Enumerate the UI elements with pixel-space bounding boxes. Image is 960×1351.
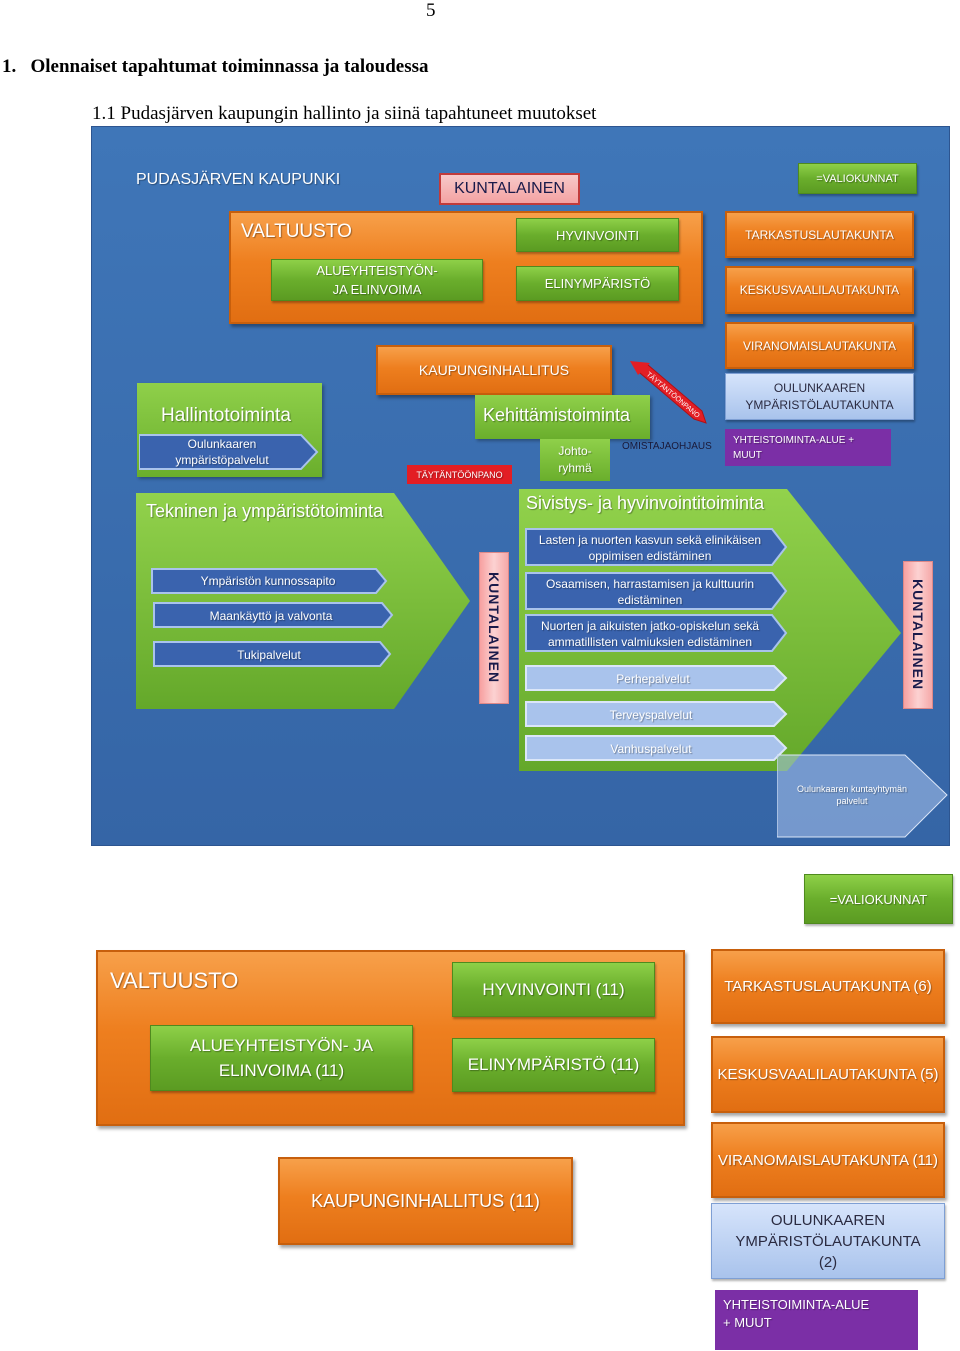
- bottom-valtuusto-label: VALTUUSTO: [110, 968, 239, 993]
- bottom-alueyhteistyo-box: ALUEYHTEISTYÖN- JA ELINVOIMA (11): [150, 1025, 413, 1091]
- hyvinvointi-box: HYVINVOINTI: [516, 218, 679, 252]
- sivistys-item-0: Lasten ja nuorten kasvun sekä elinikäise…: [538, 533, 762, 563]
- keskusvaalilautakunta-box: KESKUSVAALILAUTAKUNTA: [725, 266, 914, 314]
- bottom-keskusvaalilautakunta-label: KESKUSVAALILAUTAKUNTA (5): [717, 1066, 939, 1083]
- org-chart: PUDASJÄRVEN KAUPUNKI KUNTALAINEN =VALIOK…: [91, 126, 950, 846]
- keskusvaalilautakunta-label: KESKUSVAALILAUTAKUNTA: [739, 283, 900, 297]
- bottom-elinymparisto-box: ELINYMPÄRISTÖ (11): [452, 1038, 655, 1092]
- sivistys-label: Sivistys- ja hyvinvointitoiminta: [526, 493, 765, 513]
- taytantoonpano-label-box: TÄYTÄNTÖÖNPANO: [407, 465, 512, 484]
- hyvinvointi-label: HYVINVOINTI: [555, 227, 640, 243]
- taytantoonpano-label: TÄYTÄNTÖÖNPANO: [416, 469, 503, 480]
- kaupunginhallitus-label: KAUPUNGINHALLITUS: [418, 362, 570, 378]
- kehittamistoiminta-box: Kehittämistoiminta: [475, 395, 650, 439]
- sivistys-item-arrows: [525, 528, 788, 761]
- bottom-keskusvaalilautakunta-box: KESKUSVAALILAUTAKUNTA (5): [711, 1036, 945, 1113]
- oulunkaaren-ymparistolautakunta-label: OULUNKAAREN YMPÄRISTÖLAUTAKUNTA: [745, 380, 894, 412]
- oulunkaaren-ymparistopalvelut-arrow: [139, 434, 319, 470]
- sivistys-item-2: Nuorten ja aikuisten jatko-opiskelun sek…: [540, 619, 760, 649]
- kuntalainen-mid-label: KUNTALAINEN: [486, 572, 502, 684]
- bottom-valiokunnat-legend: =VALIOKUNNAT: [804, 874, 953, 924]
- elinymparisto-label: ELINYMPÄRISTÖ: [544, 276, 651, 291]
- heading-2: 1.1 Pudasjärven kaupungin hallinto ja si…: [92, 103, 597, 124]
- bottom-elinymparisto-label: ELINYMPÄRISTÖ (11): [467, 1055, 640, 1074]
- kuntayhtyma-label: Oulunkaaren kuntayhtymän palvelut: [796, 784, 908, 806]
- taytantoonpano-arrow: TÄYTÄNTÖÖNPANO: [630, 361, 707, 424]
- bottom-viranomaislautakunta-box: VIRANOMAISLAUTAKUNTA (11): [711, 1122, 945, 1198]
- kuntalainen-top-label: KUNTALAINEN: [454, 180, 565, 197]
- tekninen-item-2: Tukipalvelut: [237, 648, 301, 662]
- bottom-viranomaislautakunta-label: VIRANOMAISLAUTAKUNTA (11): [717, 1151, 939, 1169]
- heading-1: 1. Olennaiset tapahtumat toiminnassa ja …: [2, 56, 429, 77]
- viranomaislautakunta-label: VIRANOMAISLAUTAKUNTA: [743, 338, 896, 353]
- bottom-yhteistoiminta-box: YHTEISTOIMINTA-ALUE + MUUT: [715, 1290, 918, 1350]
- viranomaislautakunta-box: VIRANOMAISLAUTAKUNTA: [725, 322, 914, 369]
- valiokunnat-legend: =VALIOKUNNAT: [798, 163, 917, 194]
- kuntalainen-top: KUNTALAINEN: [439, 173, 580, 205]
- page-number: 5: [426, 0, 436, 21]
- bottom-kaupunginhallitus-box: KAUPUNGINHALLITUS (11): [278, 1157, 573, 1245]
- oulunkaaren-ymparistopalvelut-label: Oulunkaaren ympäristöpalvelut: [175, 437, 269, 467]
- tekninen-item-1: Maankäyttö ja valvonta: [209, 609, 333, 623]
- bottom-hyvinvointi-box: HYVINVOINTI (11): [452, 962, 655, 1017]
- kehittamistoiminta-label: Kehittämistoiminta: [483, 405, 631, 425]
- tarkastuslautakunta-label: TARKASTUSLAUTAKUNTA: [745, 227, 894, 242]
- kuntalainen-mid-box: KUNTALAINEN: [479, 552, 509, 704]
- bottom-valiokunnat-label: =VALIOKUNNAT: [829, 891, 928, 907]
- hallintotoiminta-label: Hallintotoiminta: [161, 405, 291, 426]
- yhteistoiminta-box: YHTEISTOIMINTA-ALUE + MUUT: [725, 429, 891, 466]
- kuntalainen-right-label: KUNTALAINEN: [910, 579, 926, 691]
- taytantoonpano-arrow-label: TÄYTÄNTÖÖNPANO: [645, 370, 702, 420]
- alueyhteistyo-box: ALUEYHTEISTYÖN- JA ELINVOIMA: [271, 259, 483, 301]
- bottom-alueyhteistyo-label: ALUEYHTEISTYÖN- JA ELINVOIMA (11): [189, 1036, 374, 1080]
- kuntalainen-right-box: KUNTALAINEN: [903, 561, 933, 709]
- bottom-oulunkaaren-ymparistolautakunta-label: OULUNKAAREN YMPÄRISTÖLAUTAKUNTA (2): [735, 1211, 921, 1271]
- oulunkaaren-ymparistolautakunta-box: OULUNKAAREN YMPÄRISTÖLAUTAKUNTA: [725, 373, 914, 420]
- tekninen-label: Tekninen ja ympäristötoiminta: [146, 501, 384, 521]
- hallintotoiminta-box: Hallintotoiminta Oulunkaaren ympäristöpa…: [137, 383, 322, 477]
- valtuusto-label: VALTUUSTO: [241, 221, 352, 242]
- bottom-oulunkaaren-ymparistolautakunta-box: OULUNKAAREN YMPÄRISTÖLAUTAKUNTA (2): [711, 1203, 945, 1279]
- kaupunginhallitus-box: KAUPUNGINHALLITUS: [376, 345, 612, 395]
- johtoryhma-label: Johto-ryhmä: [558, 444, 592, 475]
- valiokunnat-legend-label: =VALIOKUNNAT: [816, 172, 899, 185]
- bottom-yhteistoiminta-label: YHTEISTOIMINTA-ALUE + MUUT: [723, 1297, 870, 1330]
- sivistys-item-4: Terveyspalvelut: [609, 708, 693, 722]
- johtoryhma-box: Johto-ryhmä: [540, 439, 610, 481]
- sivistys-item-3: Perhepalvelut: [616, 672, 690, 686]
- valtuusto-box: VALTUUSTO HYVINVOINTI ALUEYHTEISTYÖN- JA…: [229, 211, 703, 324]
- sivistys-item-5: Vanhuspalvelut: [610, 742, 692, 756]
- bottom-tarkastuslautakunta-box: TARKASTUSLAUTAKUNTA (6): [711, 949, 945, 1024]
- yhteistoiminta-label: YHTEISTOIMINTA-ALUE + MUUT: [733, 435, 855, 461]
- bottom-kaupunginhallitus-label: KAUPUNGINHALLITUS (11): [311, 1190, 540, 1211]
- kuntayhtyma-arrow: [777, 754, 948, 838]
- sivistys-item-1: Osaamisen, harrastamisen ja kulttuurin e…: [545, 577, 755, 607]
- org-title: PUDASJÄRVEN KAUPUNKI: [136, 171, 341, 188]
- omistajaohjaus-label: OMISTAJAOHJAUS: [622, 441, 712, 452]
- alueyhteistyo-label: ALUEYHTEISTYÖN- JA ELINVOIMA: [316, 263, 438, 297]
- elinymparisto-box: ELINYMPÄRISTÖ: [516, 266, 679, 301]
- bottom-valtuusto-box: VALTUUSTO HYVINVOINTI (11) ALUEYHTEISTYÖ…: [96, 950, 685, 1126]
- tekninen-item-arrows: [151, 568, 394, 667]
- tarkastuslautakunta-box: TARKASTUSLAUTAKUNTA: [725, 211, 914, 258]
- tekninen-item-0: Ympäristön kunnossapito: [200, 574, 336, 588]
- bottom-hyvinvointi-label: HYVINVOINTI (11): [482, 979, 625, 999]
- bottom-tarkastuslautakunta-label: TARKASTUSLAUTAKUNTA (6): [724, 978, 932, 995]
